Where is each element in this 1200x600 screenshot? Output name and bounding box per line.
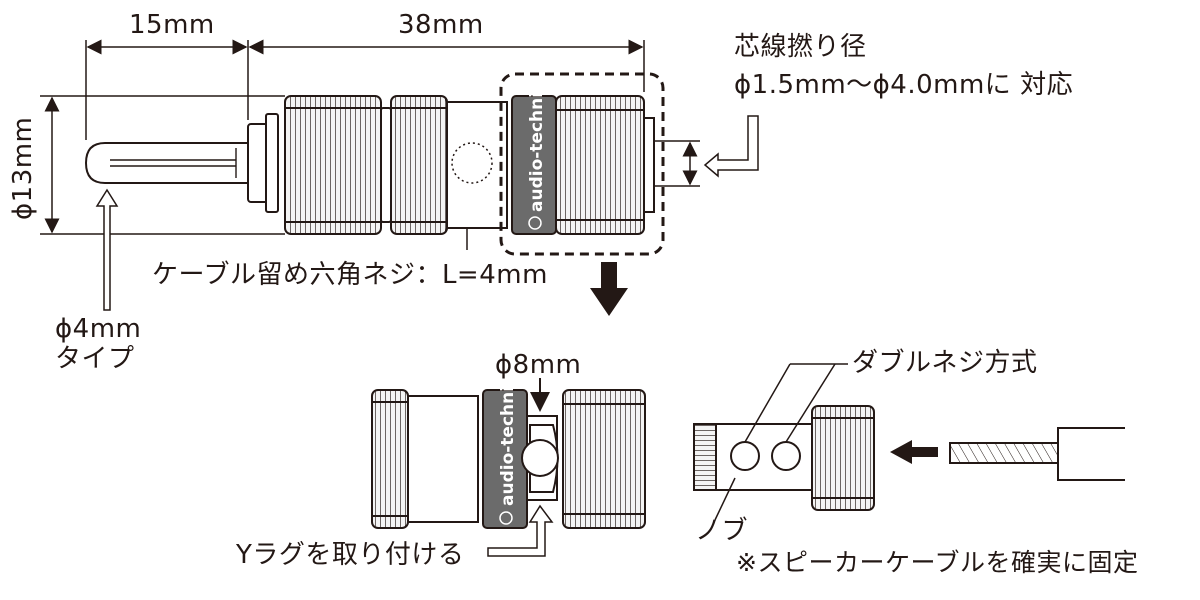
double-screw-callout [714,363,848,521]
down-arrow [590,262,628,316]
banana-pin [84,142,251,184]
knob-label: ノブ [695,516,749,546]
dimension-15mm-label: 15mm [129,10,215,40]
set-screw-label: ケーブル留め六角ネジ：L=4mm [152,260,548,290]
double-screw-label: ダブルネジ方式 [852,348,1038,378]
dimension-38mm [248,39,645,92]
pin-type-label-1: ϕ4mm [55,314,142,344]
set-screw-hole [451,142,493,184]
core-wire-label-1: 芯線撚り径 [734,32,867,62]
pin-type-label-2: タイプ [55,344,135,374]
note-label: ※スピーカーケーブルを確実に固定 [736,548,1139,577]
screw-hole-2 [771,441,801,471]
brand-logo-top: audio-technica [527,70,547,230]
cable-entry-highlight [499,72,665,256]
brand-text: audio-technica [527,70,547,212]
pin-callout-arrow [95,188,119,311]
y-lug-callout-arrow [487,504,554,557]
brand-logo-bottom: audio-technica [498,364,518,525]
rear-knurl-ring [284,95,382,235]
svg-text:audio-technica: audio-technica [498,364,518,506]
dimension-13mm-label: ϕ13mm [8,116,38,220]
insert-arrow [890,440,938,464]
core-wire-label-2: ϕ1.5mm〜ϕ4.0mmに 対応 [734,70,1074,100]
y-lug-label: Yラグを取り付ける [236,540,465,570]
dimension-8mm-label: ϕ8mm [495,350,582,380]
screw-hole-1 [730,441,760,471]
double-screw-part [693,405,875,511]
plug-y-lug [371,389,646,529]
dimension-15mm [85,39,249,140]
core-wire-dimension [654,115,759,187]
dimension-13mm [40,95,285,235]
speaker-cable [949,427,1125,481]
dimension-38mm-label: 38mm [398,10,484,40]
plug-top [84,95,655,250]
